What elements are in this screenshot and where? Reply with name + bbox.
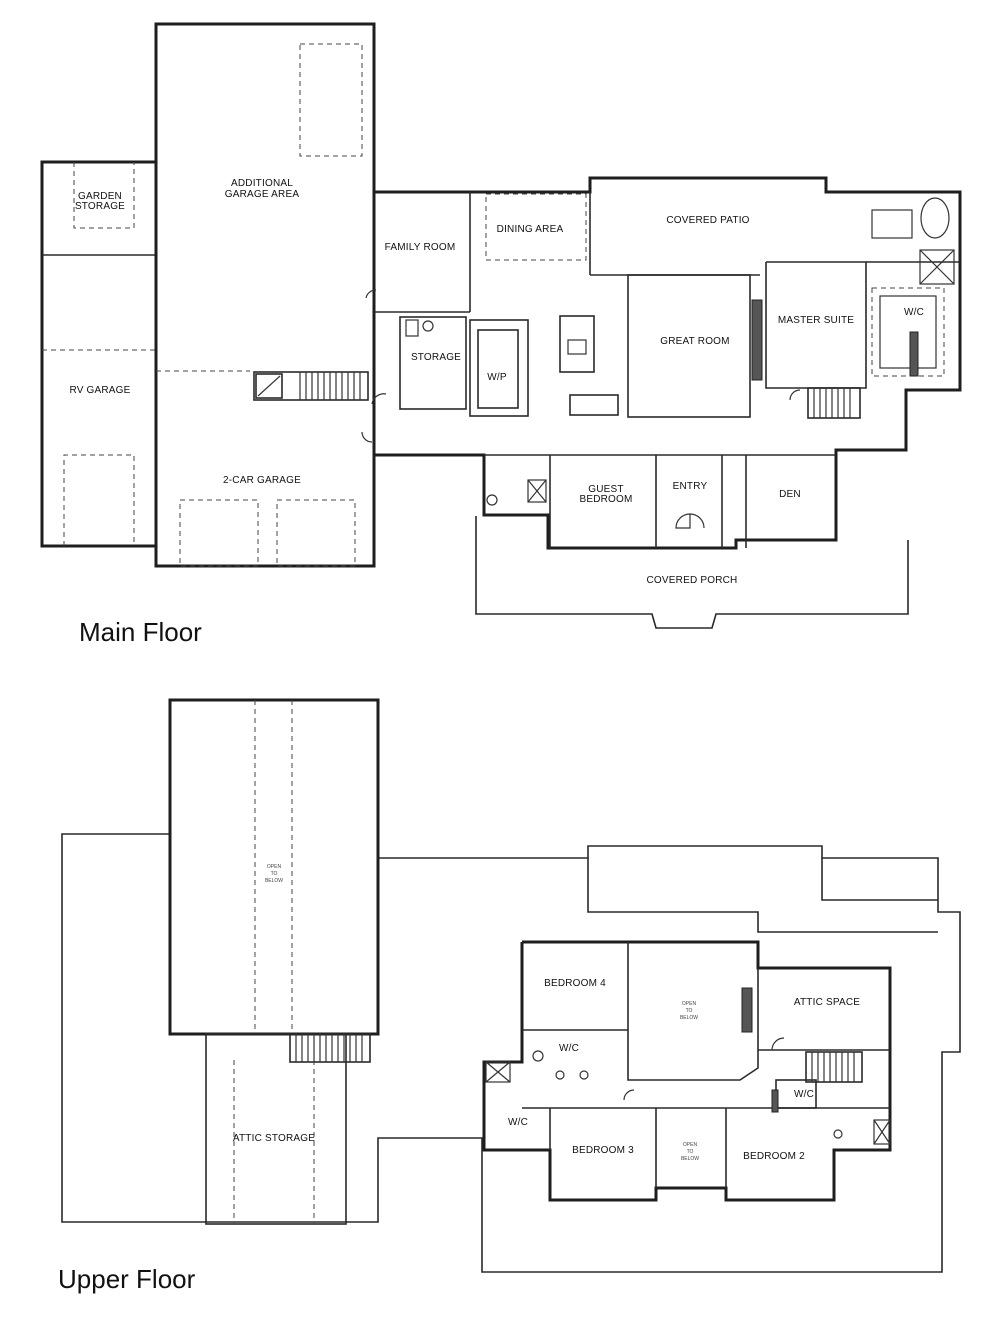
covered-porch-outline — [475, 516, 909, 629]
wic-right-label: W/C — [794, 1089, 814, 1100]
attic-storage-label: ATTIC STORAGE — [233, 1133, 315, 1144]
covered-patio-label: COVERED PATIO — [666, 215, 749, 226]
open-to-below-entry-line2: TO — [687, 1149, 694, 1155]
garden-storage-label-line2: STORAGE — [75, 201, 125, 212]
bedroom-4-label: BEDROOM 4 — [544, 978, 606, 989]
garden-storage-label-line1: GARDEN — [78, 191, 122, 202]
open-to-below-entry-line3: BELOW — [681, 1156, 699, 1162]
master-suite-label: MASTER SUITE — [778, 315, 854, 326]
great-room-label: GREAT ROOM — [660, 336, 729, 347]
storage-label: STORAGE — [411, 352, 461, 363]
main-floor-title: Main Floor — [79, 617, 202, 647]
roof-outline — [61, 699, 961, 1273]
additional-garage-area-label-line2: GARAGE AREA — [225, 189, 300, 200]
additional-garage-area-label-line1: ADDITIONAL — [231, 178, 293, 189]
open-to-below-garage-line2: TO — [271, 871, 278, 877]
family-room-label: FAMILY ROOM — [385, 242, 456, 253]
open-to-below-great-line3: BELOW — [680, 1015, 698, 1021]
open-to-below-great-line1: OPEN — [682, 1001, 697, 1007]
guest-bedroom-label-line1: GUEST — [588, 484, 623, 495]
rv-garage-label: RV GARAGE — [69, 385, 130, 396]
upper-floor-plan — [61, 698, 961, 1273]
den-label: DEN — [779, 489, 801, 500]
wic-bedroom-4-label: W/C — [559, 1043, 579, 1054]
bedroom-2-label: BEDROOM 2 — [743, 1151, 805, 1162]
open-to-below-garage-line1: OPEN — [267, 864, 282, 870]
attic-space-label: ATTIC SPACE — [794, 997, 860, 1008]
master-wic-label: W/C — [904, 307, 924, 318]
open-to-below-great-line2: TO — [686, 1008, 693, 1014]
entry-label: ENTRY — [673, 481, 708, 492]
upper-floor-labels: OPEN TO BELOW ATTIC STORAGE BEDROOM 4 W/… — [233, 864, 860, 1162]
garage-walls — [154, 22, 376, 568]
dining-area-label: DINING AREA — [497, 224, 564, 235]
bedroom-3-label: BEDROOM 3 — [572, 1145, 634, 1156]
upper-floor-title: Upper Floor — [58, 1264, 196, 1294]
garden-and-rv-garage-walls — [40, 160, 158, 548]
covered-porch-label: COVERED PORCH — [647, 575, 738, 586]
main-floor-labels: GARDEN STORAGE ADDITIONAL GARAGE AREA RV… — [69, 178, 924, 586]
main-floor-plan — [40, 22, 962, 629]
house-core-walls — [361, 176, 962, 550]
two-car-garage-label: 2-CAR GARAGE — [223, 475, 301, 486]
wic-left-label: W/C — [508, 1117, 528, 1128]
guest-bedroom-label-line2: BEDROOM — [579, 494, 632, 505]
wip-label: W/P — [487, 372, 507, 383]
open-to-below-garage-line3: BELOW — [265, 878, 283, 884]
open-to-below-entry-line1: OPEN — [683, 1142, 698, 1148]
